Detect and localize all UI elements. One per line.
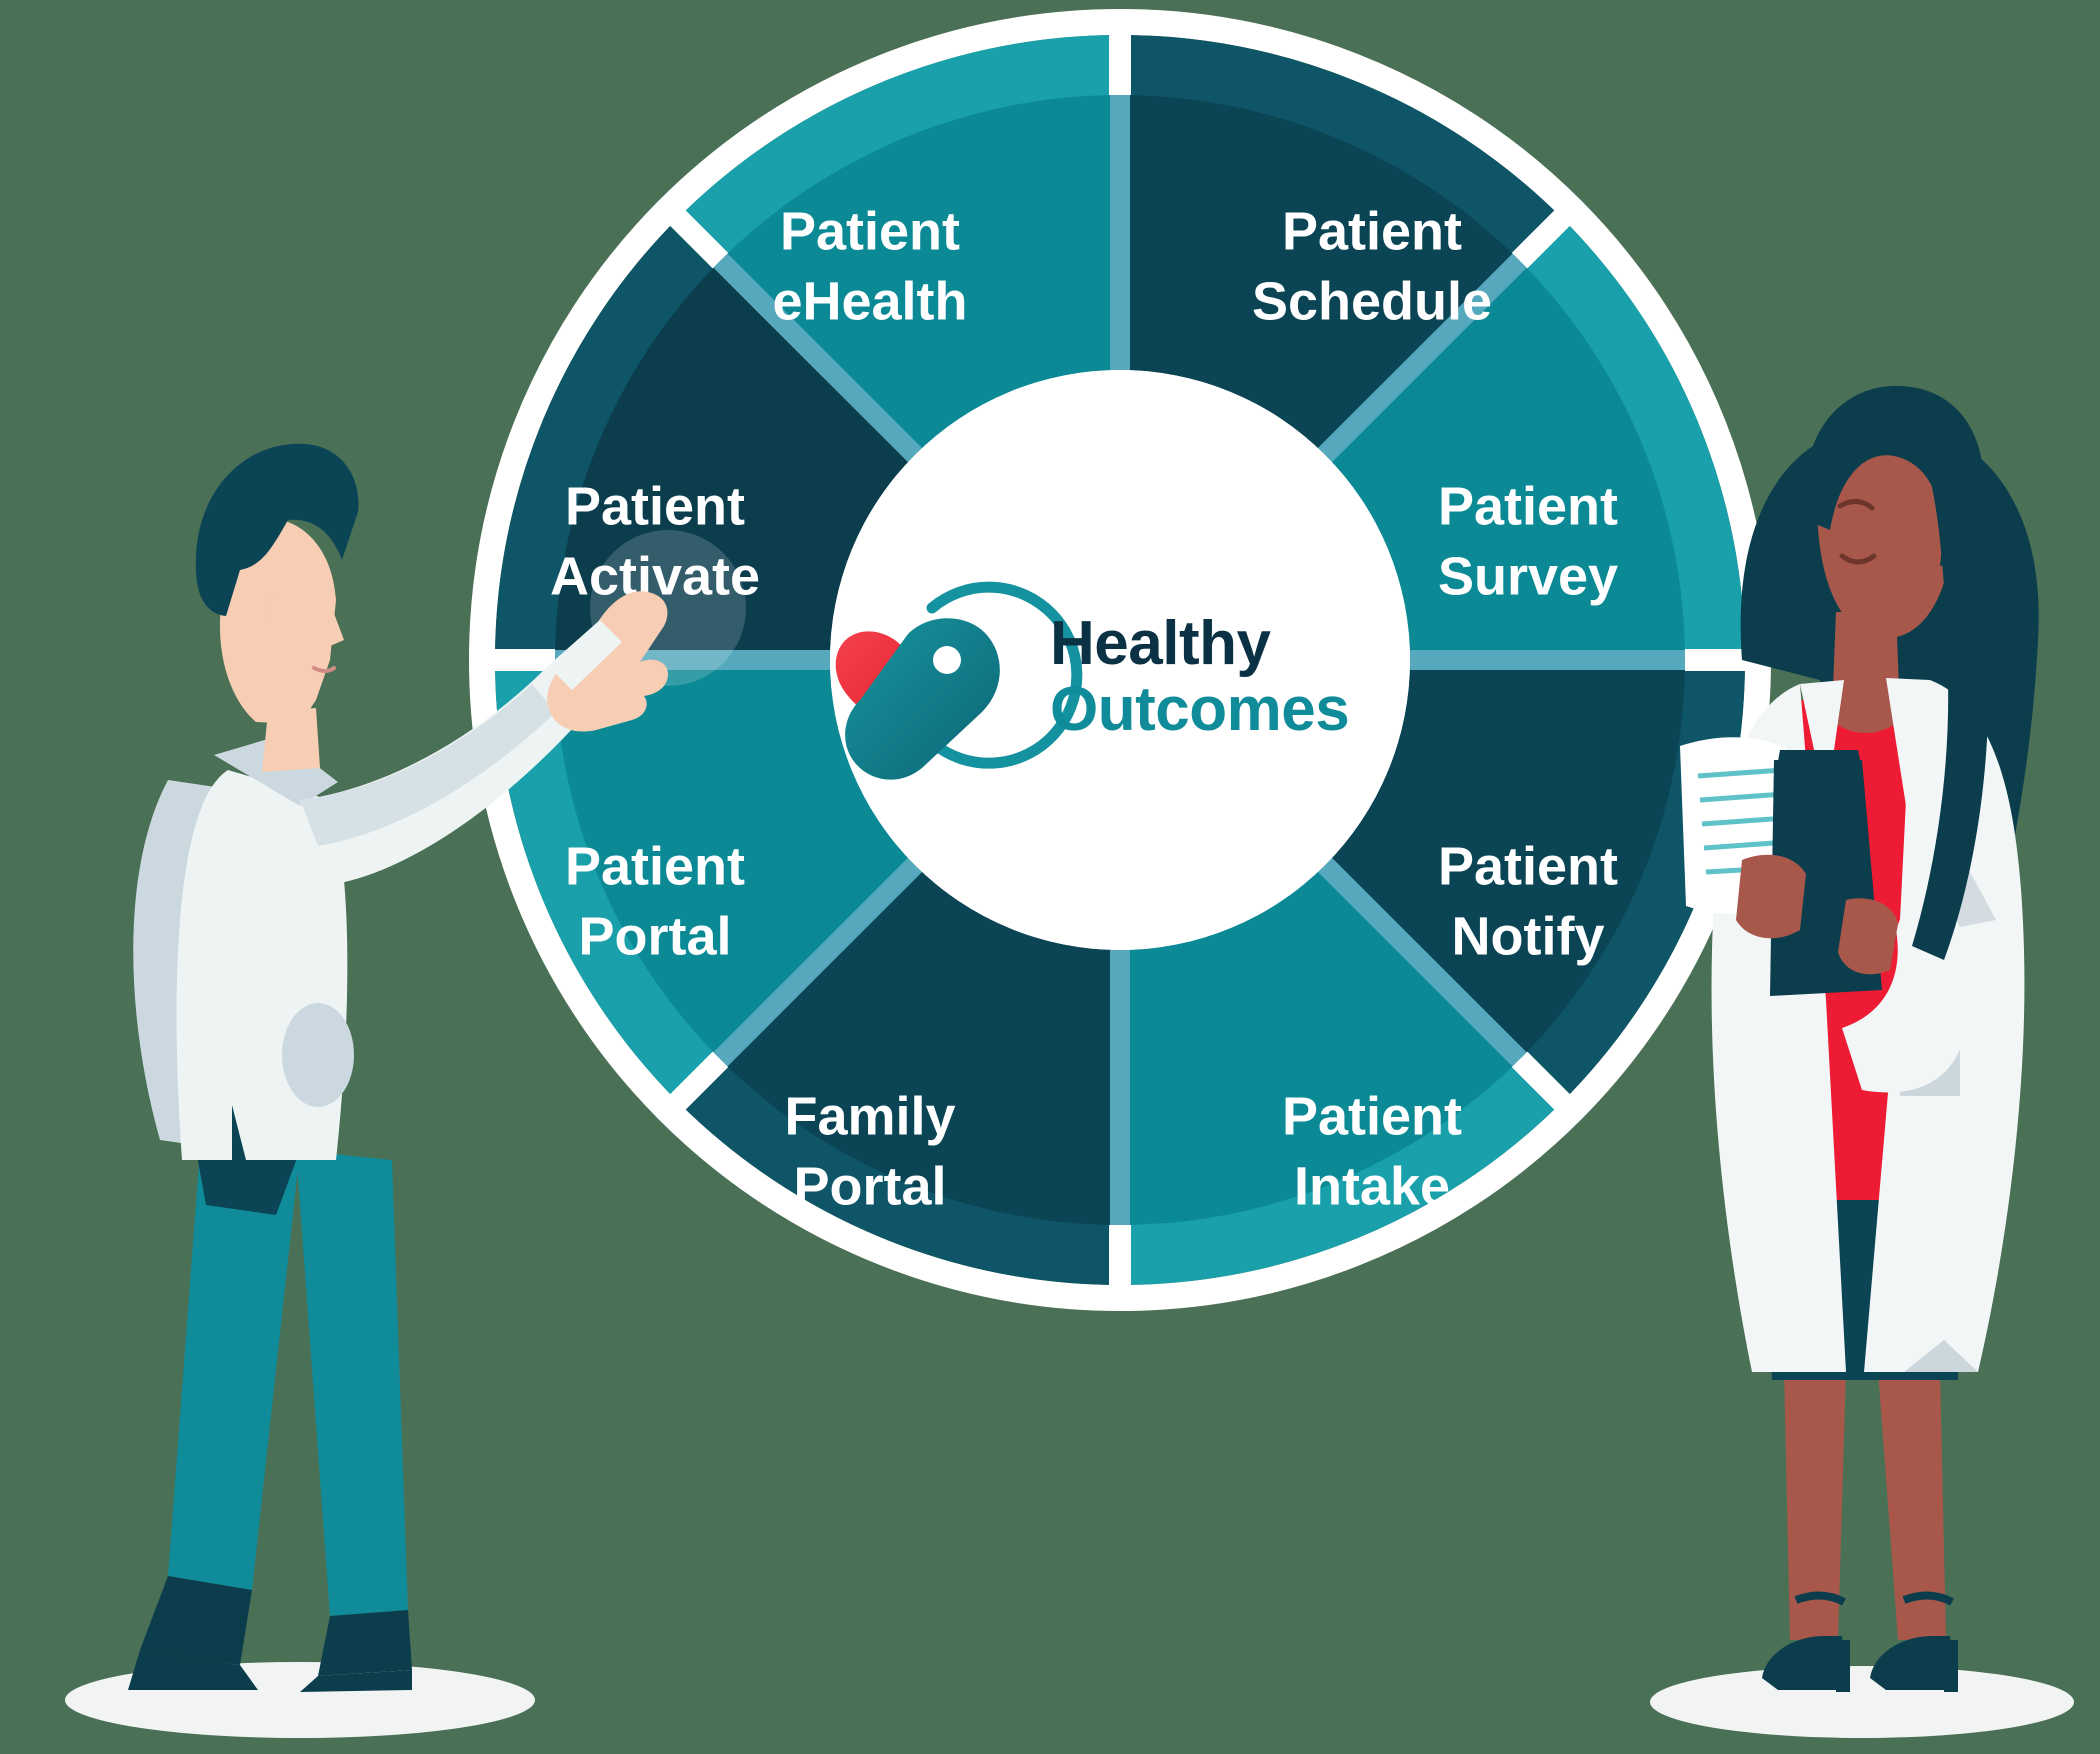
right-figure-left-hand — [1736, 854, 1806, 939]
wheel-hub — [830, 370, 1410, 950]
right-figure-eye — [1837, 499, 1875, 511]
right-figure-coat-collar-right — [1886, 678, 1930, 806]
left-figure-back-shoe — [318, 1610, 412, 1676]
label-patient-intake-line1: Patient — [1282, 1086, 1462, 1146]
right-figure-coat-hem-shadow — [1904, 1340, 1978, 1372]
healthy-outcomes-logo: Healthy Outcomes — [835, 581, 1350, 780]
left-figure-front-shoe-sole — [128, 1650, 258, 1690]
label-patient-ehealth-line2: eHealth — [772, 271, 967, 331]
label-family-portal-line1: Family — [784, 1086, 955, 1146]
label-patient-survey-line1: Patient — [1438, 476, 1618, 536]
right-figure-hair-front — [1804, 385, 1985, 566]
left-figure-cuff — [548, 620, 622, 690]
left-figure-front-leg — [168, 1150, 300, 1590]
male-doctor-pointing — [65, 443, 668, 1738]
label-patient-ehealth-line1: Patient — [780, 201, 960, 261]
wheel-group: Patient eHealth Patient Schedule Patient… — [469, 9, 1771, 1311]
logo-tag-hole — [933, 646, 961, 674]
right-figure-right-leg — [1878, 1370, 1946, 1640]
right-figure-clipboard-clip — [1776, 750, 1862, 772]
left-figure-pants-shadow — [196, 1150, 300, 1215]
left-figure-mouth — [312, 666, 336, 673]
right-figure-coat-collar-left — [1800, 680, 1844, 806]
left-figure-hair — [195, 443, 359, 616]
right-figure-left-sleeve — [1745, 880, 1828, 1130]
left-figure-neck — [262, 708, 320, 772]
logo-tag — [845, 618, 1000, 780]
label-patient-portal-line1: Patient — [565, 836, 745, 896]
right-figure-right-shoe — [1870, 1636, 1956, 1690]
right-figure-left-strap — [1794, 1591, 1846, 1606]
right-figure-hair-strand — [1912, 470, 1989, 960]
left-figure-back-leg — [296, 1150, 408, 1616]
left-figure-front-shoe — [140, 1576, 252, 1665]
wheel-labels: Patient eHealth Patient Schedule Patient… — [550, 201, 1618, 1216]
left-figure-coat-hem — [232, 1105, 246, 1160]
label-patient-portal-line2: Portal — [578, 906, 731, 966]
left-figure-hand — [547, 591, 668, 732]
label-patient-notify-line1: Patient — [1438, 836, 1618, 896]
right-figure-right-strap — [1902, 1591, 1954, 1606]
wheel-segments — [482, 22, 1758, 1298]
label-patient-survey-line2: Survey — [1438, 546, 1618, 606]
left-figure-nose — [330, 608, 344, 646]
label-patient-notify-line2: Notify — [1452, 906, 1605, 966]
logo-text-outcomes: Outcomes — [1050, 675, 1349, 744]
logo-text-healthy: Healthy — [1050, 609, 1271, 678]
label-patient-schedule-line1: Patient — [1282, 201, 1462, 261]
right-figure-mouth — [1839, 553, 1877, 565]
label-patient-schedule-line2: Schedule — [1252, 271, 1492, 331]
left-figure-arm-shade — [300, 684, 556, 846]
right-figure-left-heel — [1836, 1640, 1850, 1692]
right-figure-left-shoe — [1762, 1636, 1848, 1690]
label-family-portal-line2: Portal — [793, 1156, 946, 1216]
right-figure-left-leg — [1784, 1370, 1846, 1640]
label-patient-intake-line2: Intake — [1294, 1156, 1450, 1216]
left-figure-back-shoe-sole — [300, 1670, 412, 1692]
female-doctor-with-clipboard — [1650, 385, 2074, 1738]
left-figure-coat-pocket — [282, 1003, 354, 1107]
label-patient-activate-line1: Patient — [565, 476, 745, 536]
left-figure-ear — [266, 594, 293, 627]
right-figure-right-hand — [1838, 898, 1898, 975]
right-figure-right-heel — [1944, 1640, 1958, 1692]
logo-arc — [926, 581, 1083, 769]
right-figure-shadow — [1650, 1666, 2074, 1738]
